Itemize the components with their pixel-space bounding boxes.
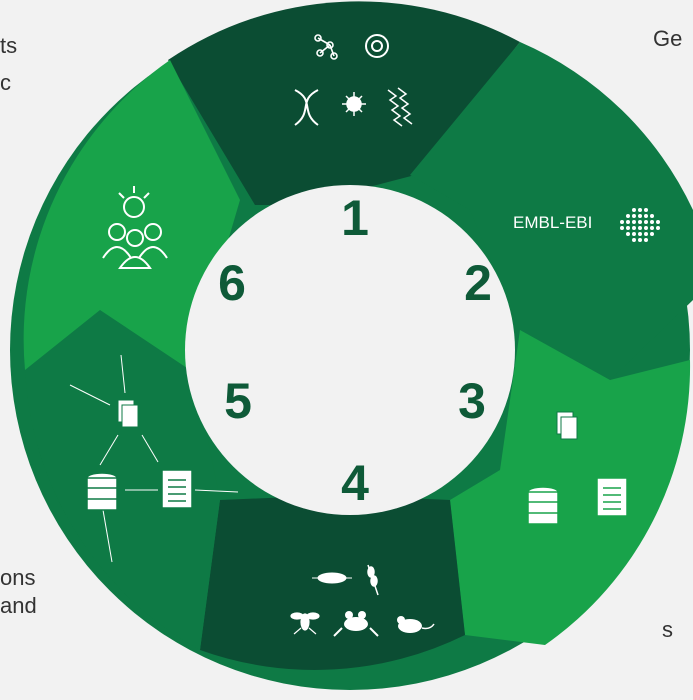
step-number-1: 1	[341, 190, 369, 246]
fly-icon	[290, 612, 320, 635]
segment-5	[25, 310, 220, 650]
step-number-2: 2	[464, 255, 492, 311]
community-idea-icon	[102, 186, 168, 269]
virus-icon	[342, 92, 366, 116]
target-icon	[365, 34, 389, 58]
edge-text-top-left-2: c	[0, 70, 11, 95]
segment-6	[23, 60, 240, 370]
frog-icon	[333, 611, 379, 637]
embl-ebi-logo-text: EMBL-EBI	[513, 213, 592, 232]
mouse-icon	[397, 616, 435, 633]
network-icon	[314, 34, 338, 60]
edge-text-bottom-left: ons	[0, 565, 36, 590]
step-number-4: 4	[341, 455, 369, 511]
document-network-icon	[69, 354, 239, 563]
segment-1	[168, 1, 520, 206]
segment-2	[410, 42, 693, 380]
step-number-6: 6	[218, 255, 246, 311]
database-icon-left	[86, 472, 118, 511]
edge-text-bottom-right: s	[662, 617, 673, 642]
center-circle	[185, 185, 515, 515]
wheat-icon	[367, 564, 379, 596]
database-icon	[527, 486, 559, 525]
edge-text-bottom-left-2: and	[0, 593, 37, 618]
edge-text-top-right: Ge	[653, 26, 683, 51]
document-icon	[596, 477, 628, 517]
embl-ebi-logo-icon	[620, 208, 660, 242]
dna-icon	[294, 89, 319, 126]
documents-icon	[556, 411, 578, 440]
document-icon-left	[161, 469, 193, 509]
step-number-5: 5	[224, 373, 252, 429]
protein-icon	[387, 87, 413, 127]
edge-text-top-left: ts	[0, 33, 18, 58]
step-number-3: 3	[458, 373, 486, 429]
segment-3	[450, 330, 691, 645]
bacterium-icon	[312, 572, 352, 584]
